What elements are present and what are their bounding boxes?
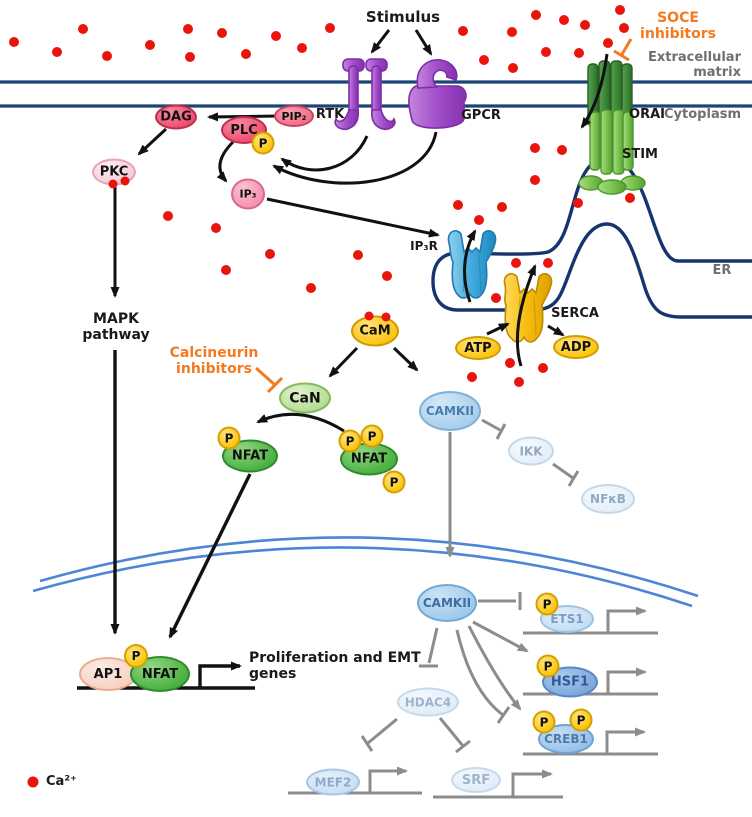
plasma-membrane [0, 80, 752, 108]
phospho-badge-hsf1: P [536, 654, 560, 678]
orai-channel-icon [587, 60, 633, 129]
phospho-badge-nfat-right-2: P [360, 424, 384, 448]
nuclear-envelope [32, 536, 699, 608]
ip3r-channel-icon [447, 230, 497, 299]
node-cam: CaM [351, 315, 399, 347]
phospho-badge-plc: P [251, 131, 275, 155]
node-pkc: PKC [92, 158, 136, 186]
phospho-badge-nfat-right-1: P [338, 429, 362, 453]
node-dag: DAG [155, 104, 197, 130]
phospho-badge-nfat-right-3: P [382, 470, 406, 494]
label-proliferation-emt-genes: Proliferation and EMT genes [249, 650, 421, 683]
node-can: CaN [279, 382, 331, 414]
node-ip3: IP₃ [231, 178, 265, 210]
legend-calcium-dot [27, 776, 39, 788]
node-camkii-nucleus: CAMKII [417, 584, 477, 622]
label-stim: STIM [621, 147, 659, 162]
node-nfkb: NFκB [581, 484, 635, 514]
node-camkii-cytoplasm: CAMKII [419, 391, 481, 431]
node-hdac4: HDAC4 [397, 687, 459, 717]
phospho-badge-nfat-left: P [217, 426, 241, 450]
phospho-badge-ap1-nfat: P [124, 644, 148, 668]
label-ip3r: IP₃R [410, 239, 438, 253]
label-rtk: RTK [315, 107, 345, 122]
node-pip2: PIP₂ [274, 105, 314, 127]
label-gpcr: GPCR [461, 108, 501, 123]
phospho-badge-creb1-2: P [569, 708, 593, 732]
label-serca: SERCA [551, 306, 599, 321]
node-mef2: MEF2 [306, 768, 360, 796]
serca-pump-icon [503, 273, 553, 343]
label-mapk-pathway: MAPK pathway [82, 311, 150, 344]
er-membrane [431, 156, 752, 319]
label-er: ER [712, 263, 732, 278]
node-atp: ATP [455, 336, 501, 360]
label-orai: ORAI [629, 107, 665, 122]
node-srf: SRF [451, 767, 501, 793]
phospho-badge-ets1: P [535, 592, 559, 616]
node-adp: ADP [553, 335, 599, 359]
label-cytoplasm: Cytoplasm [664, 107, 741, 122]
label-stimulus: Stimulus [365, 8, 441, 26]
gpcr-receptor-icon [408, 59, 467, 129]
label-soce-inhibitors: SOCE inhibitors [640, 10, 716, 43]
label-extracellular-matrix: Extracellular matrix [648, 50, 741, 80]
phospho-badge-creb1-1: P [532, 710, 556, 734]
label-calcineurin-inhibitors: Calcineurin inhibitors [169, 345, 259, 378]
label-calcium-legend: Ca²⁺ [46, 774, 77, 789]
node-ikk: IKK [508, 436, 554, 466]
